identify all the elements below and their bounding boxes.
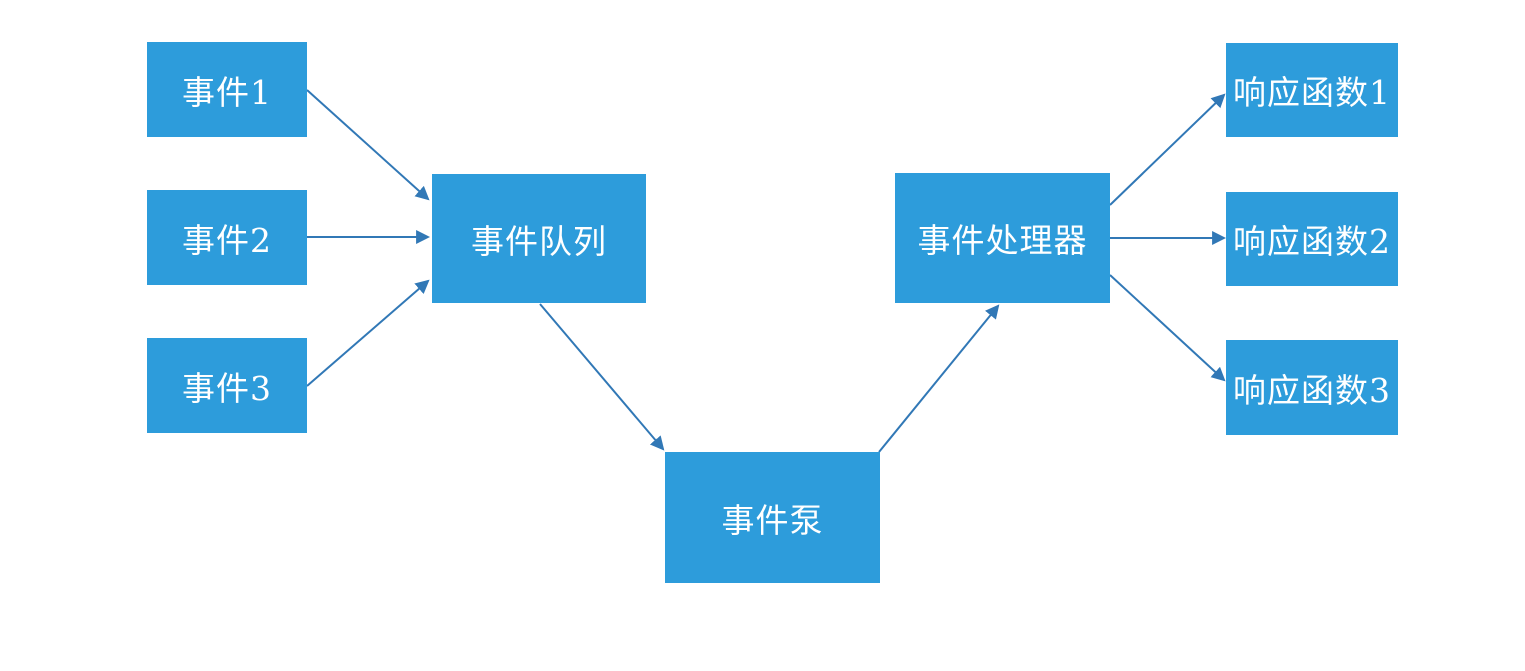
node-event-queue: 事件队列: [432, 174, 646, 303]
node-event-processor: 事件处理器: [895, 173, 1110, 303]
node-event-pump: 事件泵: [665, 452, 880, 583]
edge-event3-to-queue: [306, 279, 430, 387]
node-handler-func-1: 响应函数1: [1226, 43, 1398, 137]
edge-event1-to-queue: [306, 89, 430, 201]
edge-pump-to-processor: [878, 304, 1000, 453]
node-event3: 事件3: [147, 338, 307, 433]
node-handler-func-3: 响应函数3: [1226, 340, 1398, 435]
node-event2: 事件2: [147, 190, 307, 285]
edge-queue-to-pump: [539, 303, 665, 451]
edge-processor-to-handler3: [1109, 274, 1226, 382]
node-handler-func-2: 响应函数2: [1226, 192, 1398, 286]
node-event1: 事件1: [147, 42, 307, 137]
edge-processor-to-handler1: [1109, 93, 1226, 206]
